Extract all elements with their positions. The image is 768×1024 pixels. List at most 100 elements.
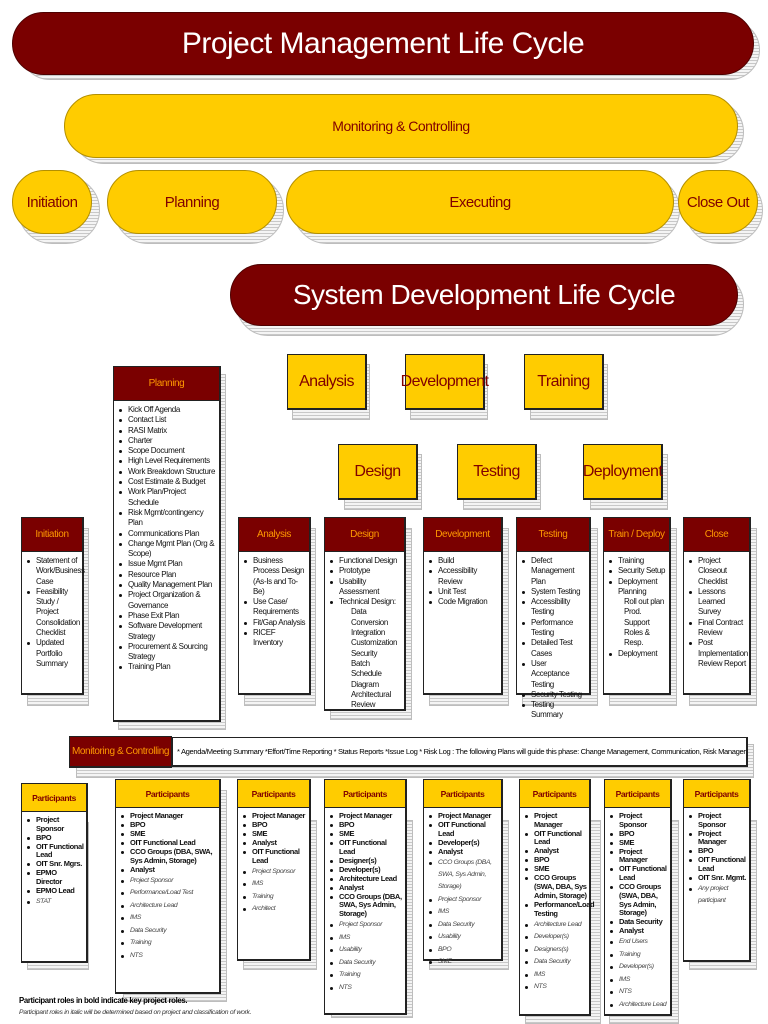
participants-design: Participants Project Manager BPO SME OIT… <box>324 779 407 1015</box>
tbd-role: SME <box>428 956 499 968</box>
list-item: Technical Design: <box>329 597 401 607</box>
list-item: Lessons Learned Survey <box>688 587 746 618</box>
tbd-role: BPO <box>428 944 499 956</box>
card-analysis-list: Business Process Design (As-Is and To-Be… <box>239 552 309 652</box>
list-item: Project Closeout Checklist <box>688 556 746 587</box>
key-role: Project Sponsor <box>26 815 84 833</box>
monitoring-bar-text: * Agenda/Meeting Summary *Effort/Time Re… <box>172 737 748 767</box>
sub-item: Prod. Support Roles & Resp. <box>624 607 650 648</box>
tbd-role: Data Security <box>524 956 587 968</box>
sdlc-phase-training: Training <box>524 354 604 410</box>
key-role: CCO Groups (DBA, SWA, Sys Admin, Storage… <box>329 892 403 919</box>
list-item: Defect Management Plan <box>521 556 586 587</box>
key-role: Project Manager <box>329 811 403 821</box>
key-role: BPO <box>688 847 747 856</box>
tbd-role: Designers(s) <box>524 944 587 956</box>
sub-item: Architectural Review <box>351 689 391 710</box>
tbd-role: IMS <box>329 932 403 944</box>
tbd-role: IMS <box>120 912 217 924</box>
key-role: Analyst <box>329 883 403 893</box>
key-role: SME <box>609 838 668 848</box>
list-item: Work Breakdown Structure <box>118 467 216 477</box>
list-item: Issue Mgmt Plan <box>118 559 216 569</box>
key-role: SME <box>524 865 587 874</box>
key-role: OIT Snr. Mgrs. <box>26 860 84 869</box>
card-initiation: Initiation Statement of Work/Business Ca… <box>21 517 85 695</box>
list-item: Updated Portfolio Summary <box>26 638 79 669</box>
key-role: SME <box>120 829 217 839</box>
key-role: Project Sponsor <box>688 811 747 829</box>
sdlc-phase-development: Development <box>401 354 489 410</box>
card-planning-list: Kick Off Agenda Contact List RASI Matrix… <box>114 401 219 676</box>
key-role: OIT Functional Lead <box>524 829 587 847</box>
tbd-role: Architecture Lead <box>120 900 217 912</box>
participants-development: Participants Project Manager OIT Functio… <box>423 779 503 965</box>
tbd-role: Data Security <box>329 957 403 969</box>
sdlc-phase-testing: Testing <box>457 444 537 500</box>
key-role: OIT Functional Lead <box>120 838 217 848</box>
participants-title: Participants <box>684 780 749 808</box>
key-role: BPO <box>329 820 403 830</box>
list-item: User Acceptance Testing <box>521 659 586 690</box>
tbd-role: Usability <box>428 931 499 943</box>
participants-list: Project Manager BPO SME Analyst OIT Func… <box>238 808 309 918</box>
list-item: Performance Testing <box>521 618 586 639</box>
key-role: Developer(s) <box>428 838 499 848</box>
tbd-role: IMS <box>609 974 668 986</box>
card-analysis-title: Analysis <box>239 518 309 552</box>
key-role: BPO <box>524 856 587 865</box>
tbd-role: Training <box>120 937 217 949</box>
list-item: Build <box>428 556 498 566</box>
sub-item: Security <box>351 648 378 658</box>
key-role: Analyst <box>428 847 499 857</box>
sub-item: Integration <box>351 628 385 638</box>
key-role: Analyst <box>609 927 668 936</box>
list-item: High Level Requirements <box>118 456 216 466</box>
card-design-list: Functional Design Prototype Usability As… <box>325 552 404 713</box>
list-item: Charter <box>118 436 216 446</box>
participants-list: Project Manager OIT Functional Lead Deve… <box>424 808 501 971</box>
list-item: Usability Assessment <box>329 577 401 598</box>
list-item: System Testing <box>521 587 586 597</box>
card-planning-title: Planning <box>114 367 219 401</box>
list-item: Procurement & Sourcing Strategy <box>118 642 216 663</box>
key-role: OIT Functional Lead <box>26 842 84 860</box>
key-role: CCO Groups (SWA, DBA, Sys Admin, Storage… <box>524 874 587 900</box>
key-role: SME <box>242 829 307 839</box>
list-item: Risk Mgmt/contingency Plan <box>118 508 216 529</box>
card-initiation-title: Initiation <box>22 518 82 552</box>
tbd-role: STAT <box>26 896 84 908</box>
tbd-role: Project Sponsor <box>120 875 217 887</box>
list-item: Final Contract Review <box>688 618 746 639</box>
tbd-role: Developer(s) <box>524 931 587 943</box>
list-item: Detailed Test Cases <box>521 638 586 659</box>
participants-close: Participants Project Sponsor Project Man… <box>683 779 751 962</box>
list-item: Fit/Gap Analysis <box>243 618 306 628</box>
key-role: EPMO Lead <box>26 886 84 896</box>
tbd-role: Developer(s) <box>609 961 668 973</box>
card-development-list: Build Accessibility Review Unit Test Cod… <box>424 552 501 610</box>
pmlc-monitoring-controlling: Monitoring & Controlling <box>64 94 738 158</box>
key-role: BPO <box>120 820 217 830</box>
sdlc-title: System Development Life Cycle <box>230 264 738 326</box>
list-item: Post Implementation Review Report <box>688 638 748 669</box>
list-item: Quality Management Plan <box>118 580 216 590</box>
list-item: Statement of Work/Business Case <box>26 556 85 587</box>
tbd-role: Project Sponsor <box>428 894 499 906</box>
key-role: Project Manager <box>242 811 307 821</box>
tbd-role: Data Security <box>120 925 217 937</box>
sub-item: Customization <box>351 638 398 648</box>
list-item: RASI Matrix <box>118 426 216 436</box>
participants-list: Project Manager OIT Functional Lead Anal… <box>520 808 595 996</box>
card-development-title: Development <box>424 518 501 552</box>
key-role: OIT Functional Lead <box>428 820 499 838</box>
list-item: Testing Summary <box>521 700 586 721</box>
participants-title: Participants <box>238 780 309 808</box>
participants-title: Participants <box>325 780 405 808</box>
tbd-role: Architecture Lead <box>524 919 587 931</box>
key-role: Analyst <box>524 847 587 856</box>
list-item: Cost Estimate & Budget <box>118 477 216 487</box>
key-role: Project Manager <box>688 829 747 847</box>
participants-initiation: Participants Project Sponsor BPO OIT Fun… <box>21 783 88 963</box>
participants-train-deploy: Participants Project Sponsor BPO SME Pro… <box>604 779 672 1016</box>
